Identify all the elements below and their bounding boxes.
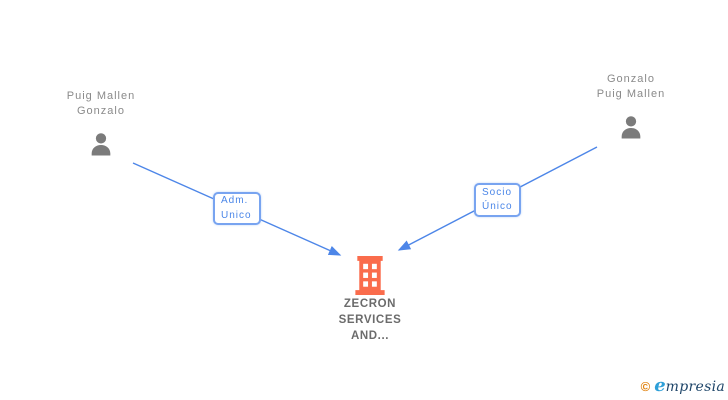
node-person-puig-mallen-gonzalo[interactable]: Puig Mallen Gonzalo (31, 89, 171, 159)
person-name-line2: Gonzalo (77, 105, 125, 117)
edge-label-line2: Unico (221, 209, 252, 221)
person-name: Puig Mallen Gonzalo (67, 89, 135, 119)
logo-text: mpresia (665, 379, 725, 395)
node-company-zecron-services[interactable]: ZECRON SERVICES AND... (300, 256, 440, 344)
edge-label-line1: Adm. (221, 195, 249, 206)
person-icon (617, 114, 645, 142)
company-name-line3: AND... (350, 330, 390, 342)
person-name-line2: Puig Mallen (596, 88, 666, 100)
person-name: Gonzalo Puig Mallen (597, 72, 665, 102)
person-name-line1: Puig Mallen (66, 90, 136, 102)
building-icon (351, 256, 389, 295)
copyright-icon: © (640, 379, 651, 394)
logo-wordmark: empresia (654, 375, 725, 396)
edge-label-adm-unico: Adm. Unico (213, 192, 261, 225)
node-person-gonzalo-puig-mallen[interactable]: Gonzalo Puig Mallen (561, 72, 701, 142)
company-name-line1: ZECRON (343, 298, 397, 310)
empresia-logo[interactable]: © empresia (641, 375, 725, 396)
edge-label-line2: Único (482, 201, 513, 212)
company-name-line2: SERVICES (338, 314, 402, 326)
person-name-line1: Gonzalo (607, 73, 655, 85)
logo-letter-e: e (654, 375, 666, 396)
person-icon (87, 131, 115, 159)
company-name: ZECRON SERVICES AND... (339, 296, 402, 344)
edge-label-line1: Socio (482, 186, 513, 198)
edge-label-socio-unico: Socio Único (474, 183, 521, 217)
